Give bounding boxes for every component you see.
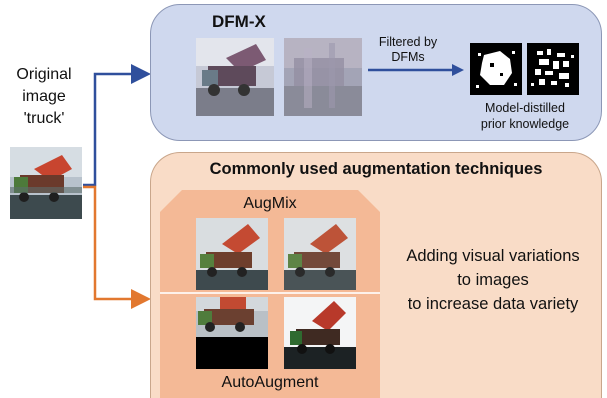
dfm-mask-1 (470, 43, 522, 95)
augmix-label: AugMix (243, 195, 297, 212)
original-label-line3: 'truck' (23, 110, 65, 127)
original-label-line2: image (22, 88, 66, 105)
dfm-x-title: DFM-X (212, 12, 266, 31)
autoaugment-label: AutoAugment (221, 374, 319, 391)
augmentation-divider (160, 292, 380, 294)
augment-desc-line2: to images (457, 271, 529, 289)
augmix-image-2 (284, 218, 356, 290)
augmix-image-1 (196, 218, 268, 290)
filter-label-line2: DFMs (391, 50, 425, 64)
original-label-line1: Original (16, 66, 72, 83)
autoaugment-image-1 (196, 297, 268, 369)
original-truck-image (10, 147, 82, 219)
dfm-truck-image (196, 38, 274, 116)
prior-label-line1: Model-distilled (485, 101, 565, 115)
augment-desc-line3: to increase data variety (407, 295, 579, 313)
blue-arrow (83, 64, 151, 187)
filter-arrow (368, 64, 464, 76)
dfm-mask-2 (527, 43, 579, 95)
autoaugment-image-2 (284, 297, 356, 369)
orange-arrow (83, 185, 151, 309)
prior-label-line2: prior knowledge (480, 117, 570, 131)
dfm-noise-image (284, 38, 362, 116)
augmentation-title: Commonly used augmentation techniques (209, 160, 543, 178)
augment-desc-line1: Adding visual variations (406, 247, 580, 265)
filter-label-line1: Filtered by (378, 35, 438, 49)
